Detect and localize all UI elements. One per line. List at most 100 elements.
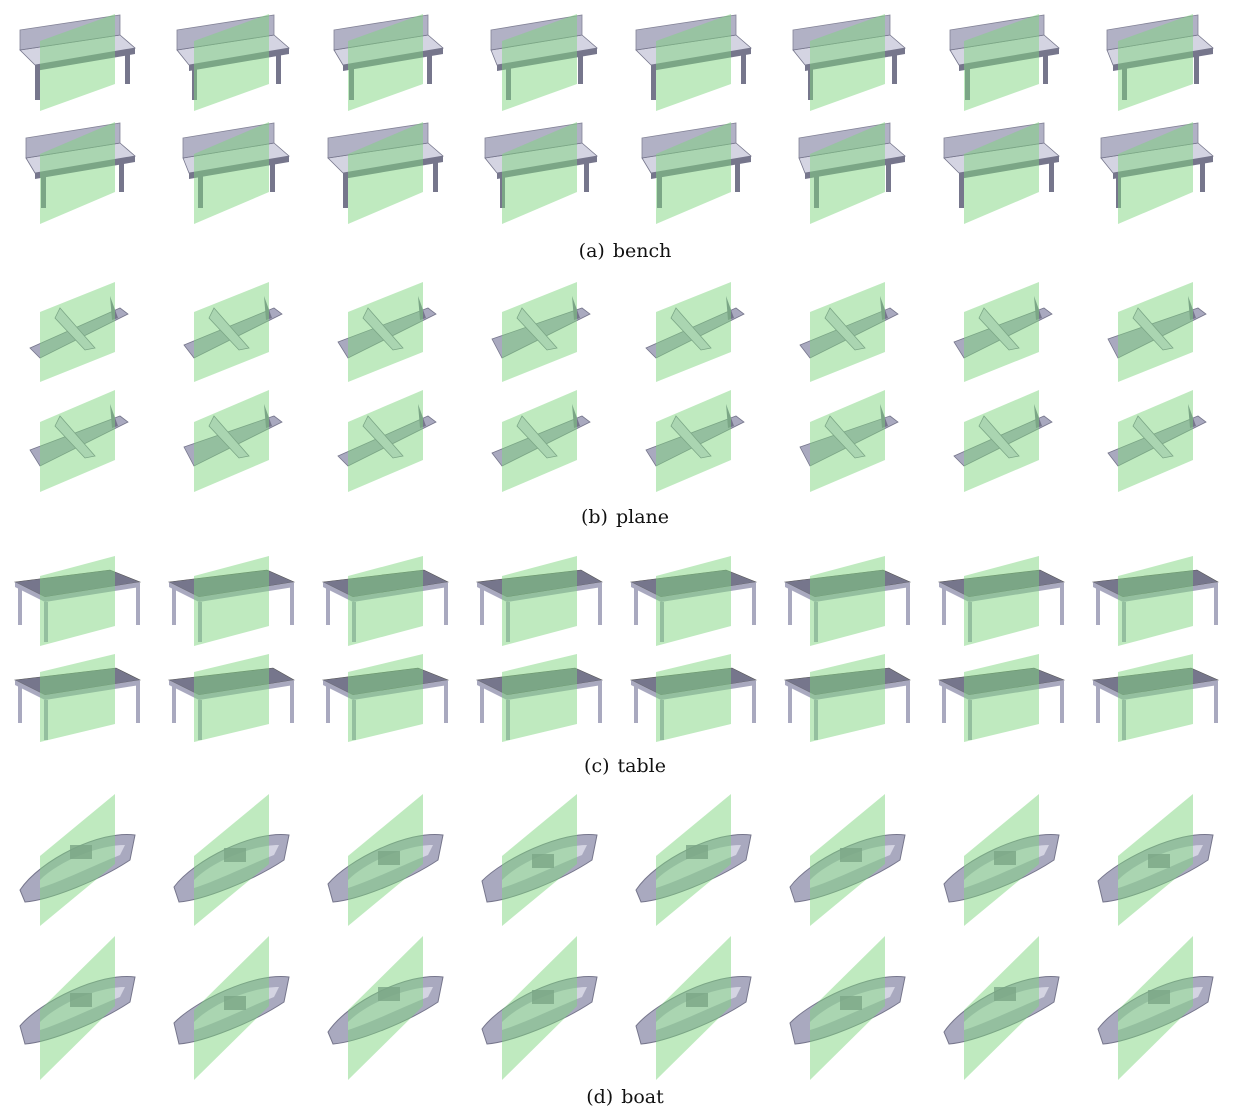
table-render-with-symmetry-plane	[1091, 654, 1220, 742]
table-thumbnail	[1078, 650, 1231, 746]
boat-thumbnail	[0, 932, 153, 1084]
bench-render-with-symmetry-plane	[182, 122, 290, 224]
thumbnail-row	[0, 790, 1250, 930]
boat-thumbnail	[1078, 790, 1231, 930]
bench-thumbnail	[1078, 10, 1231, 115]
bench-render-with-symmetry-plane	[1100, 122, 1214, 224]
plane-render-with-symmetry-plane	[645, 282, 745, 382]
bench-thumbnail	[770, 10, 923, 115]
boat-thumbnail	[308, 932, 461, 1084]
plane-thumbnail	[462, 386, 615, 496]
table-render-with-symmetry-plane	[13, 654, 141, 742]
plane-render-with-symmetry-plane	[1107, 282, 1207, 382]
bench-render-with-symmetry-plane	[25, 122, 136, 224]
boat-thumbnail	[462, 932, 615, 1084]
boat-thumbnail	[924, 932, 1077, 1084]
bench-render-with-symmetry-plane	[798, 122, 906, 224]
boat-thumbnail	[770, 932, 923, 1084]
bench-render-with-symmetry-plane	[943, 122, 1060, 224]
boat-render-with-symmetry-plane	[481, 794, 598, 926]
table-render-with-symmetry-plane	[475, 556, 603, 646]
bench-render-with-symmetry-plane	[490, 14, 598, 111]
table-render-with-symmetry-plane	[937, 654, 1066, 742]
plane-thumbnail	[1078, 278, 1231, 386]
boat-thumbnail	[1078, 932, 1231, 1084]
bench-thumbnail	[154, 10, 307, 115]
plane-thumbnail	[924, 386, 1077, 496]
plane-thumbnail	[770, 386, 923, 496]
thumbnail-row	[0, 552, 1250, 650]
bench-thumbnail	[924, 10, 1077, 115]
boat-render-with-symmetry-plane	[173, 794, 290, 926]
bench-render-with-symmetry-plane	[635, 14, 752, 111]
table-thumbnail	[616, 650, 769, 746]
boat-render-with-symmetry-plane	[635, 936, 752, 1080]
boat-thumbnail	[616, 932, 769, 1084]
table-thumbnail	[462, 650, 615, 746]
bench-thumbnail	[462, 10, 615, 115]
bench-render-with-symmetry-plane	[327, 122, 444, 224]
bench-thumbnail	[0, 118, 153, 228]
plane-render-with-symmetry-plane	[491, 390, 591, 492]
boat-render-with-symmetry-plane	[19, 794, 136, 926]
thumbnail-row	[0, 386, 1250, 496]
table-thumbnail	[924, 650, 1077, 746]
plane-thumbnail	[308, 278, 461, 386]
boat-render-with-symmetry-plane	[327, 936, 444, 1080]
caption-label: (a)	[578, 240, 605, 262]
plane-thumbnail	[154, 278, 307, 386]
boat-thumbnail	[462, 790, 615, 930]
plane-thumbnail	[616, 386, 769, 496]
boat-render-with-symmetry-plane	[789, 794, 906, 926]
plane-thumbnail	[462, 278, 615, 386]
table-thumbnail	[0, 650, 153, 746]
plane-render-with-symmetry-plane	[953, 390, 1053, 492]
boat-render-with-symmetry-plane	[19, 936, 136, 1080]
table-render-with-symmetry-plane	[321, 654, 450, 742]
bench-thumbnail	[308, 118, 461, 228]
plane-thumbnail	[1078, 386, 1231, 496]
table-render-with-symmetry-plane	[13, 556, 142, 646]
bench-render-with-symmetry-plane	[1106, 14, 1214, 111]
table-thumbnail	[308, 650, 461, 746]
bench-thumbnail	[0, 10, 153, 115]
boat-render-with-symmetry-plane	[481, 936, 598, 1080]
plane-render-with-symmetry-plane	[1107, 390, 1207, 492]
caption-bench: (a)bench	[0, 240, 1250, 262]
boat-render-with-symmetry-plane	[173, 936, 290, 1080]
table-render-with-symmetry-plane	[783, 654, 911, 742]
table-thumbnail	[770, 650, 923, 746]
caption-label: (d)	[586, 1086, 614, 1108]
boat-thumbnail	[770, 790, 923, 930]
plane-thumbnail	[0, 278, 153, 386]
caption-boat: (d) boat	[0, 1086, 1250, 1108]
thumbnail-row	[0, 10, 1250, 115]
boat-thumbnail	[154, 790, 307, 930]
plane-render-with-symmetry-plane	[953, 282, 1053, 382]
plane-thumbnail	[308, 386, 461, 496]
bench-thumbnail	[770, 118, 923, 228]
plane-thumbnail	[770, 278, 923, 386]
bench-thumbnail	[616, 118, 769, 228]
caption-name: plane	[615, 506, 670, 528]
boat-thumbnail	[154, 932, 307, 1084]
bench-render-with-symmetry-plane	[176, 14, 290, 111]
boat-thumbnail	[616, 790, 769, 930]
caption-name: boat	[621, 1086, 664, 1108]
table-thumbnail	[154, 552, 307, 650]
boat-render-with-symmetry-plane	[789, 936, 906, 1080]
caption-table: (c)table	[0, 755, 1250, 777]
table-render-with-symmetry-plane	[167, 556, 296, 646]
boat-thumbnail	[924, 790, 1077, 930]
plane-render-with-symmetry-plane	[337, 282, 437, 382]
table-render-with-symmetry-plane	[937, 556, 1065, 646]
boat-render-with-symmetry-plane	[327, 794, 444, 926]
bench-thumbnail	[1078, 118, 1231, 228]
caption-plane: (b)plane	[0, 506, 1250, 528]
table-render-with-symmetry-plane	[629, 556, 758, 646]
table-render-with-symmetry-plane	[167, 654, 295, 742]
table-render-with-symmetry-plane	[475, 654, 604, 742]
table-render-with-symmetry-plane	[1091, 556, 1219, 646]
bench-render-with-symmetry-plane	[792, 14, 906, 111]
bench-thumbnail	[308, 10, 461, 115]
